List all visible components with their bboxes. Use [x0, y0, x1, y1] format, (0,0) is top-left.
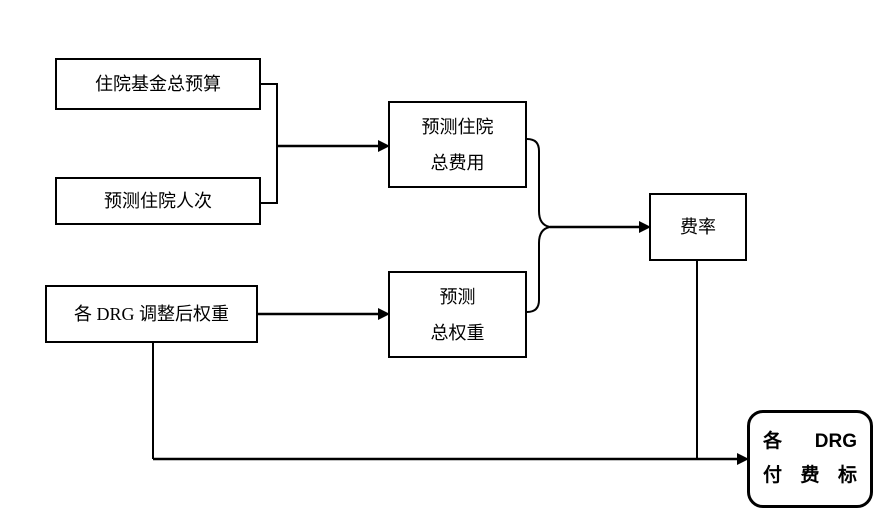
arrowheads: [378, 140, 749, 465]
node-label: 各 DRG 调整后权重: [73, 304, 229, 324]
node-label-line2: 总费用: [430, 152, 485, 173]
node-predicted-admissions: 预测住院人次: [55, 177, 261, 225]
elbow-segments: [152, 261, 698, 459]
node-predicted-total-weight: 预测 总权重: [388, 271, 527, 358]
node-label-line2: 总权重: [430, 322, 485, 343]
node-label: 费率: [680, 217, 716, 237]
node-label-line2: 付 费 标: [763, 465, 857, 486]
node-drg-adjusted-weight: 各 DRG 调整后权重: [45, 285, 258, 343]
node-drg-payment-standard: 各 DRG 付 费 标: [747, 410, 873, 508]
node-predicted-total-cost: 预测住院 总费用: [388, 101, 527, 188]
node-label-line1: 预测住院: [421, 116, 494, 137]
node-label-line1: 预测: [439, 286, 476, 307]
node-label: 住院基金总预算: [95, 74, 221, 94]
merge-brace: [526, 138, 551, 313]
node-hospital-fund-budget: 住院基金总预算: [55, 58, 261, 110]
merge-bracket: [260, 83, 278, 204]
node-rate: 费率: [649, 193, 747, 261]
arrow-shafts: [153, 144, 737, 461]
node-label-line1: 各 DRG: [763, 431, 857, 452]
node-label: 预测住院人次: [104, 191, 212, 211]
